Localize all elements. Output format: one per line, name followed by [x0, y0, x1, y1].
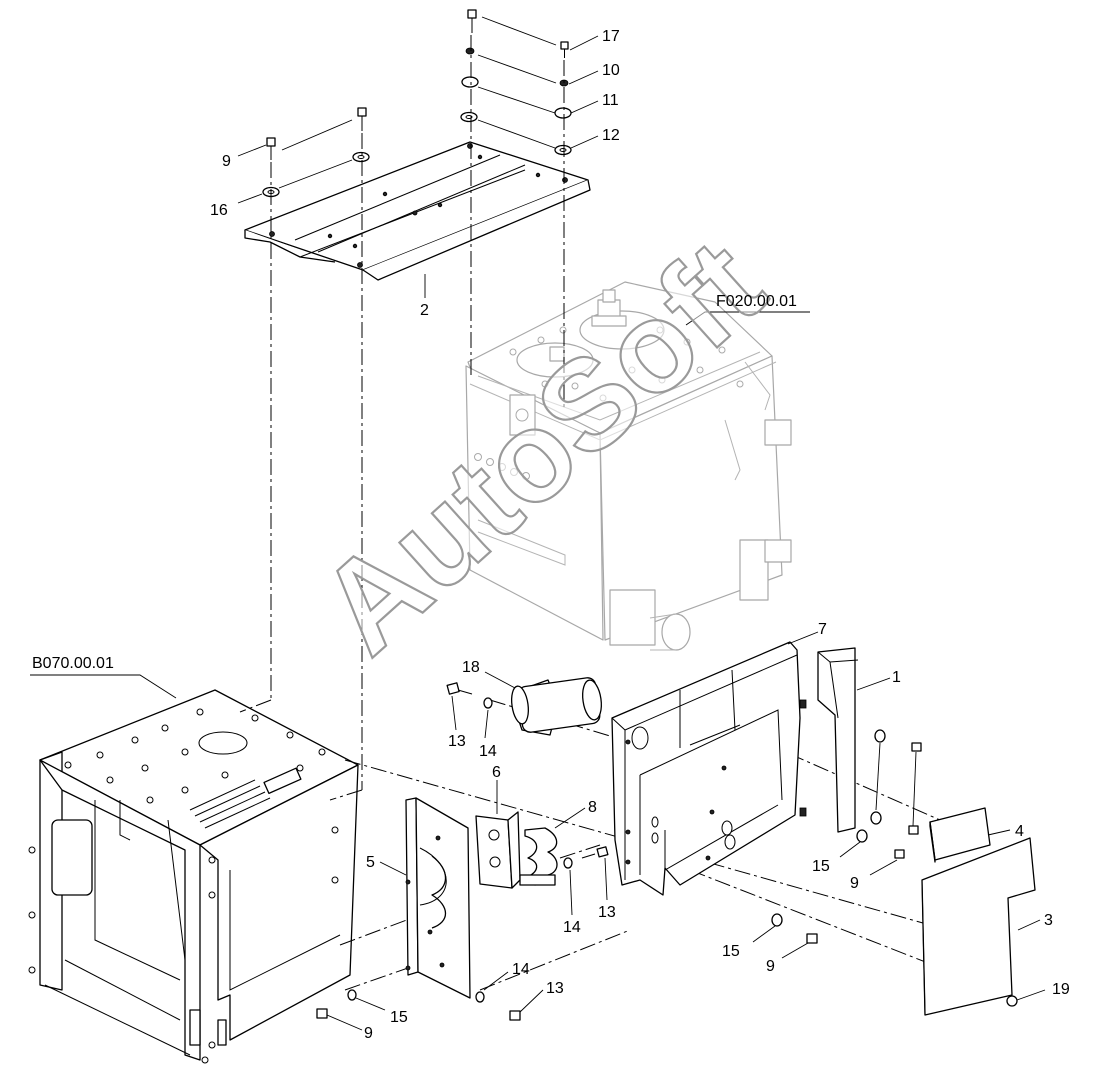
callout-14-left: 14	[479, 743, 497, 760]
callout-7: 7	[818, 621, 827, 638]
part-4-pad	[929, 807, 991, 863]
callout-5: 5	[366, 854, 375, 871]
callout-13-left: 13	[448, 733, 466, 750]
callout-6: 6	[492, 764, 501, 781]
callout-17: 17	[602, 28, 620, 45]
callout-11: 11	[602, 92, 619, 109]
callout-19: 19	[1052, 981, 1070, 998]
callout-15-lower: 15	[722, 943, 740, 960]
part-7-main-bracket	[611, 641, 807, 896]
upper-tank-assembly	[465, 281, 792, 651]
callout-9-bottom: 9	[364, 1025, 373, 1042]
part-5-side-rail	[405, 797, 471, 999]
vent-grill	[189, 779, 271, 829]
callout-15-right: 15	[812, 858, 830, 875]
part-6-block	[475, 811, 521, 889]
part-18-pipe	[510, 677, 602, 736]
callout-8: 8	[588, 799, 597, 816]
lower-hardware	[316, 682, 1018, 1021]
callout-15-bottom: 15	[390, 1009, 408, 1026]
callout-2: 2	[420, 302, 429, 319]
part-1-channel	[817, 647, 859, 833]
callout-10: 10	[602, 62, 620, 79]
callout-labels: 17 10 11 12 9 16 2 7 1 18 13 14 6 8 5 4 …	[210, 28, 1070, 1042]
part-3-large-pad	[921, 837, 1036, 1016]
callout-14-bottom: 14	[512, 961, 530, 978]
callout-13-mid: 13	[598, 904, 616, 921]
callout-1: 1	[892, 669, 901, 686]
lower-frame-assembly	[28, 689, 359, 1064]
callout-9-right: 9	[850, 875, 859, 892]
leader-lines	[30, 35, 1046, 1031]
callout-4: 4	[1015, 823, 1024, 840]
callout-14-mid: 14	[563, 919, 581, 936]
lower-assembly-ref: B070.00.01	[32, 655, 114, 672]
callout-3: 3	[1044, 912, 1053, 929]
callout-13-bottom: 13	[546, 980, 564, 997]
part-8-clip	[519, 827, 558, 886]
upper-assembly-ref: F020.00.01	[716, 293, 797, 310]
callout-12: 12	[602, 127, 620, 144]
callout-16: 16	[210, 202, 228, 219]
callout-18: 18	[462, 659, 480, 676]
callout-9-lower: 9	[766, 958, 775, 975]
part-2-cover-plate	[244, 141, 591, 281]
callout-9-top: 9	[222, 153, 231, 170]
